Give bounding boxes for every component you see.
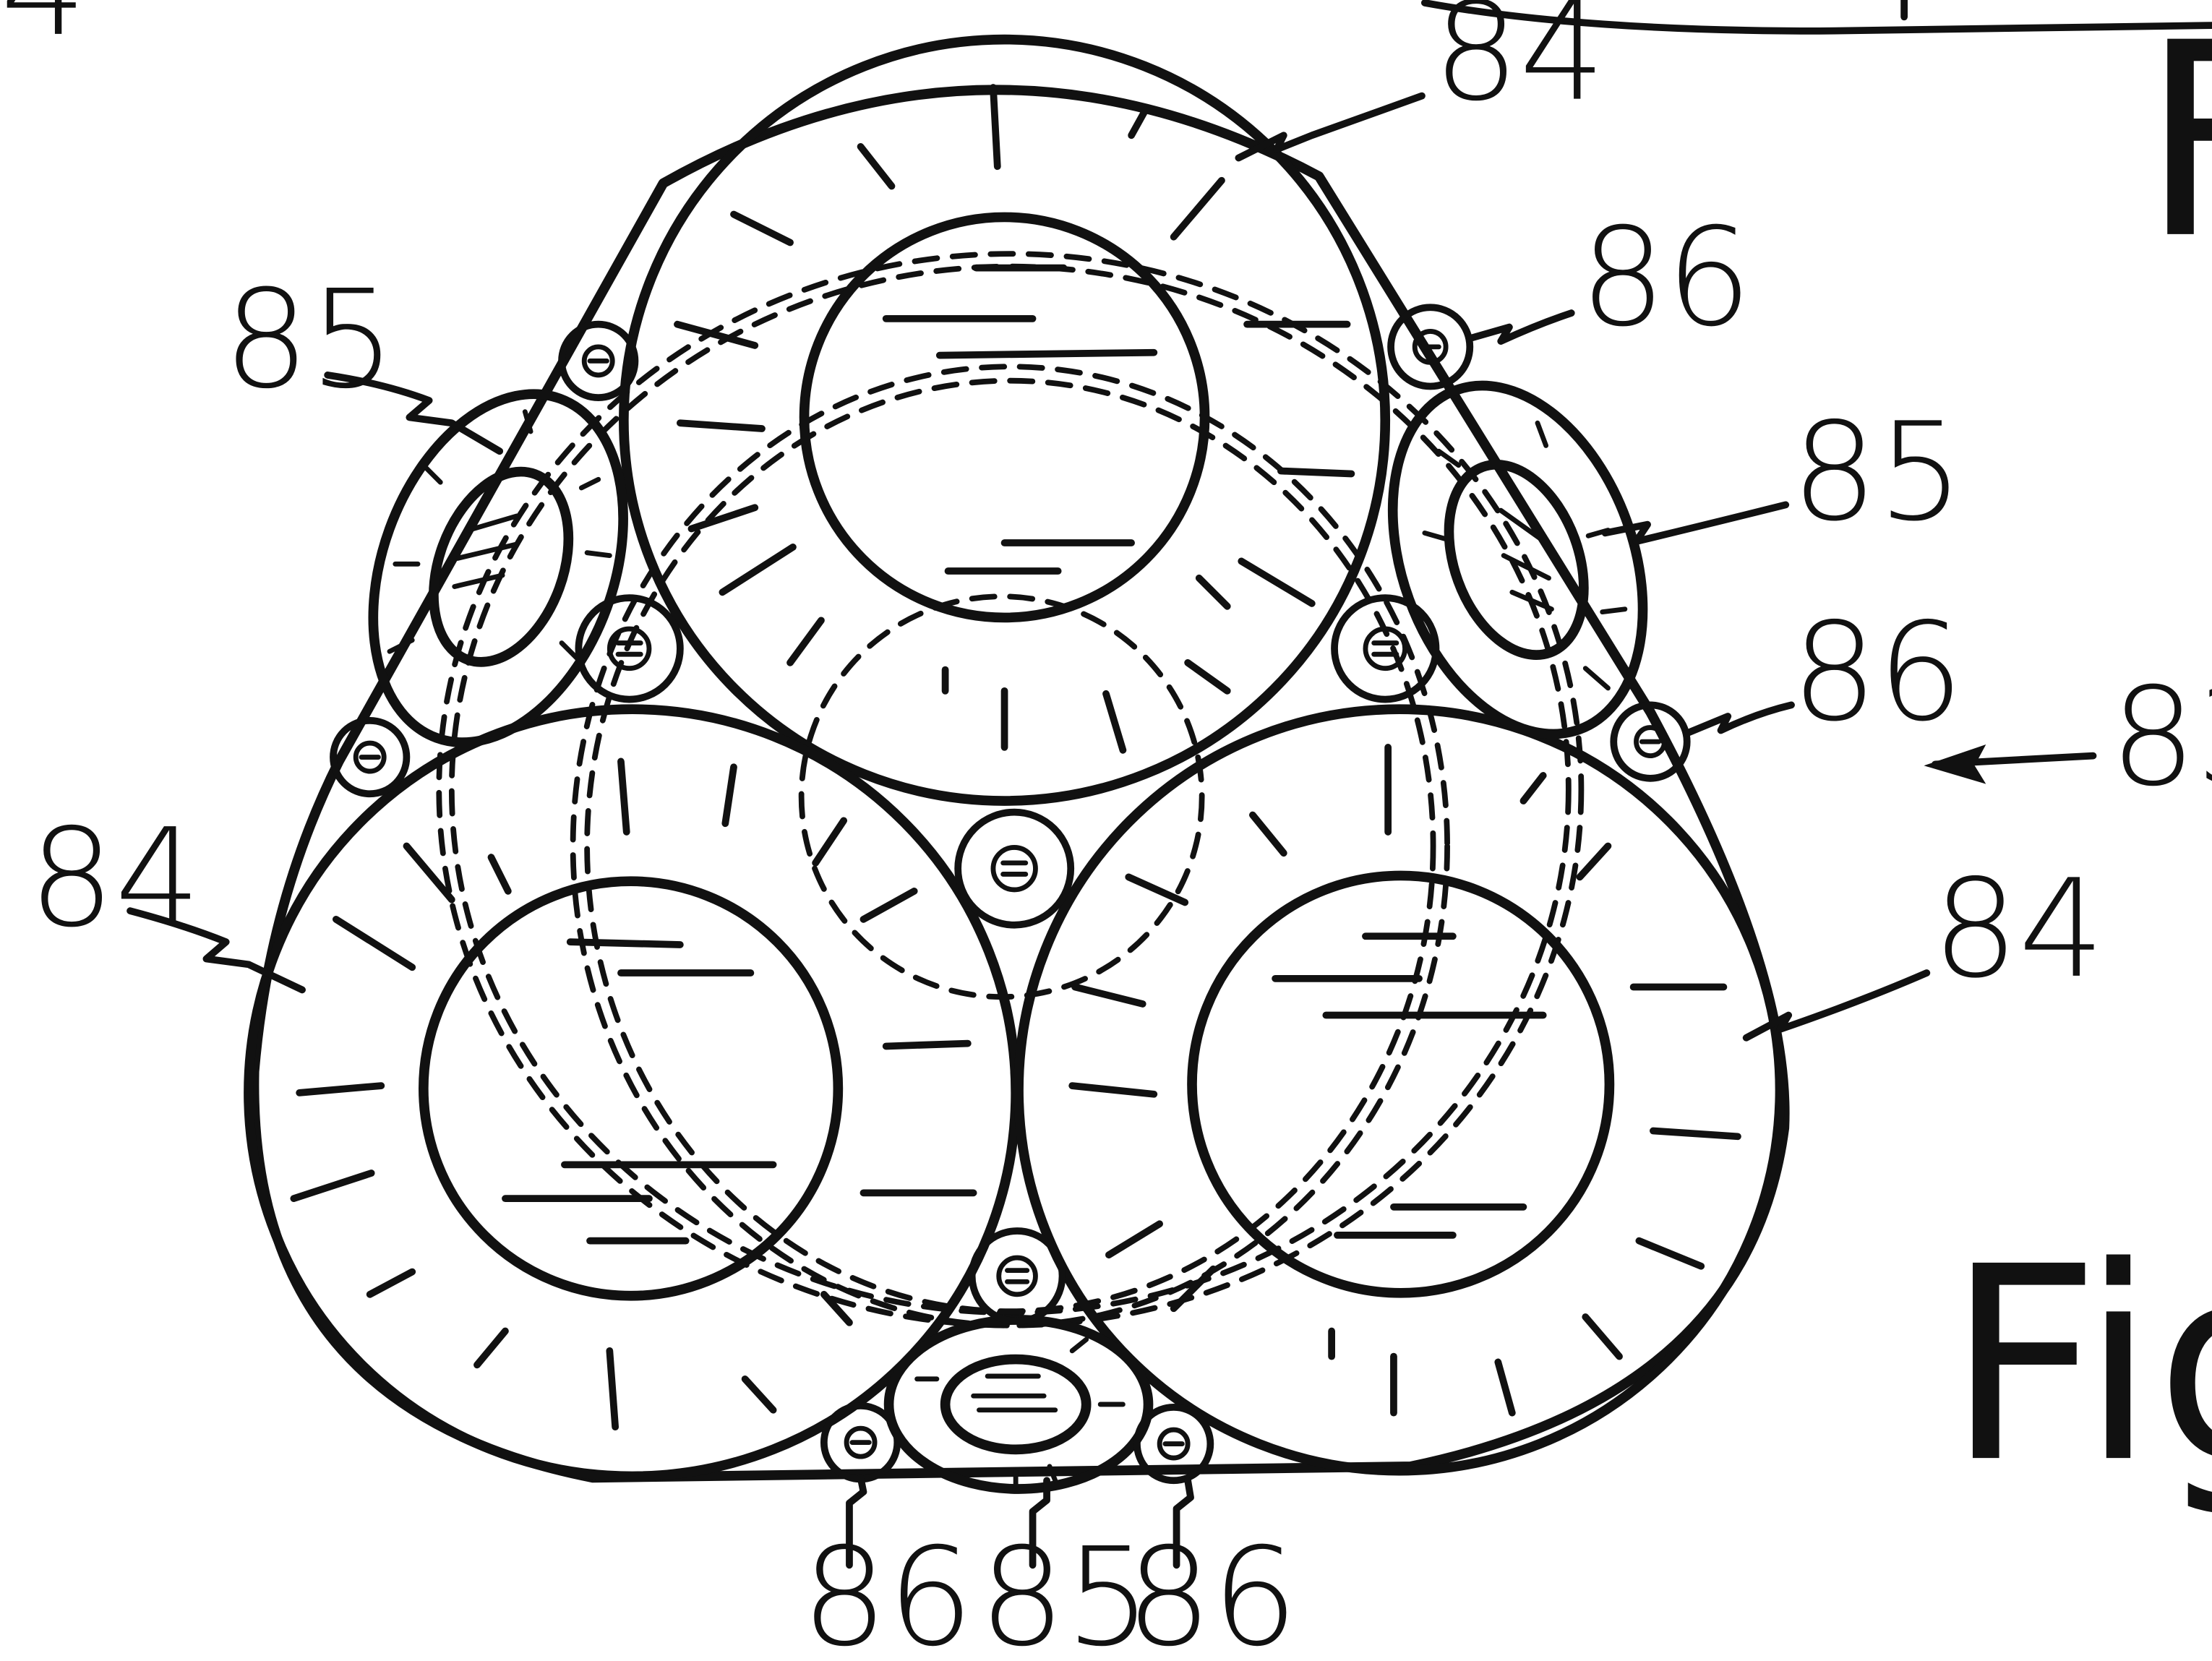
small-roller-bottom-right <box>1133 1403 1214 1485</box>
small-rollers <box>330 304 1691 1485</box>
small-roller-mid-left <box>575 594 684 703</box>
small-roller-bottom-left <box>820 1402 901 1483</box>
corner-text-fragment: 4 <box>1 0 87 66</box>
right-roller <box>1013 704 1786 1476</box>
label-84-right: 84 <box>1932 851 2104 1008</box>
label-86-bottom-right: 86 <box>1126 1519 1298 1661</box>
top-roller <box>619 34 1391 806</box>
label-86-right-lower: 86 <box>1791 594 1963 752</box>
left-arrow-icon <box>1924 744 2097 784</box>
label-86-bottom-left: 86 <box>802 1519 974 1661</box>
right-side-roller <box>1387 380 1648 739</box>
figure-fragment-top: F <box>2141 0 2212 298</box>
label-85-bottom: 85 <box>979 1519 1151 1661</box>
small-roller-mid-right <box>1331 594 1440 703</box>
label-83: 83 <box>2110 659 2212 817</box>
leader-lines <box>127 92 1931 1569</box>
label-86-right-upper: 86 <box>1579 199 1752 357</box>
small-roller-top-right <box>1387 304 1474 390</box>
figure-label: Fig. <box>1947 1210 2212 1521</box>
small-roller-far-right <box>1610 701 1691 782</box>
small-roller-lower-center <box>968 1227 1066 1325</box>
bottom-side-roller <box>883 1315 1154 1494</box>
left-roller <box>244 704 1021 1482</box>
label-84-left: 84 <box>29 800 201 958</box>
left-side-roller <box>368 389 628 747</box>
small-roller-center <box>954 808 1075 929</box>
label-85-right: 85 <box>1791 394 1963 551</box>
small-roller-far-left <box>330 716 411 798</box>
small-roller-top-left <box>558 320 639 401</box>
previous-figure-edge <box>1420 0 2212 35</box>
label-84-top: 84 <box>1433 0 1606 132</box>
label-85-left: 85 <box>223 262 395 419</box>
